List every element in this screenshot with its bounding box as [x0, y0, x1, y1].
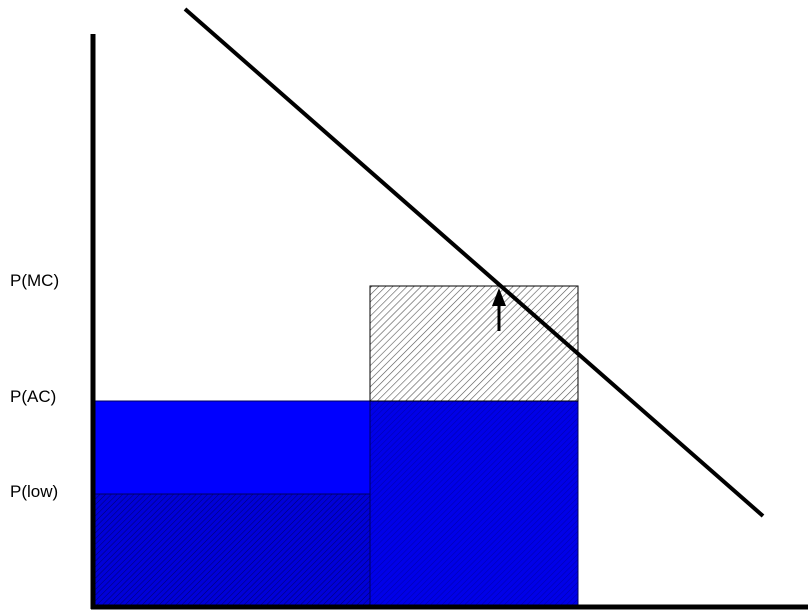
up-arrow-icon	[492, 288, 506, 331]
gray-hatched-block	[369, 285, 579, 402]
left-solid-block	[93, 400, 371, 495]
label-p-mc: P(MC)	[10, 271, 59, 290]
left-hatched-block	[93, 493, 371, 607]
label-p-low: P(low)	[10, 482, 58, 501]
demand-curve	[183, 7, 765, 518]
label-p-ac: P(AC)	[10, 387, 56, 406]
right-hatched-block	[369, 400, 579, 607]
